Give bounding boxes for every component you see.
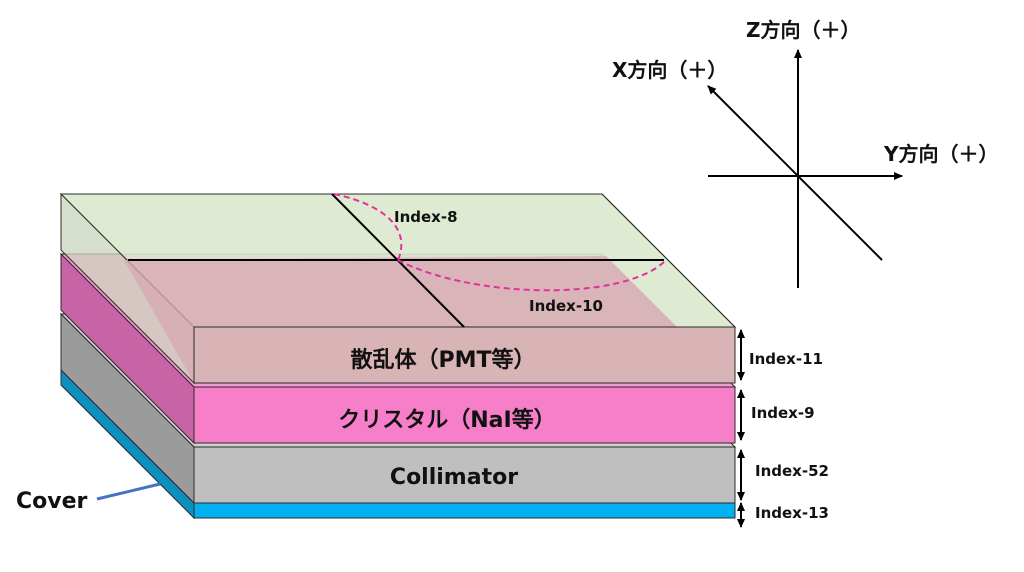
index-10-label: Index-10 [529,297,603,315]
index-10-arc [397,259,665,292]
cover-label: Cover [16,489,88,514]
index-8-label: Index-8 [394,208,458,226]
scatterer-front [193,326,736,384]
cover-leader-line [96,482,161,501]
crystal-front [193,386,736,444]
index-11-label: Index-11 [749,350,823,368]
scatterer-label: 散乱体（PMT等） [350,347,535,373]
collimator-front [193,446,736,504]
index-9-label: Index-9 [751,404,815,422]
index-8-arc [333,193,403,261]
axes-group: Z方向（＋） X方向（＋） Y方向（＋） [612,18,998,288]
index-lines: Index-8 Index-10 [128,193,665,328]
x-axis [707,85,883,261]
cover-front [193,502,736,519]
cover-layer [60,368,736,520]
thickness-indicators: Index-11 Index-9 Index-52 Index-13 [737,329,829,528]
scatterer-top-edge-right [601,193,736,328]
cover-callout: Cover [16,482,161,514]
z-axis-label: Z方向（＋） [746,18,861,42]
x-axis-label: X方向（＋） [612,58,727,82]
y-axis-label: Y方向（＋） [883,142,998,166]
crystal-label: クリスタル（NaI等） [338,407,555,433]
collimator-label: Collimator [390,465,518,490]
index-52-label: Index-52 [755,462,829,480]
index-13-label: Index-13 [755,504,829,522]
